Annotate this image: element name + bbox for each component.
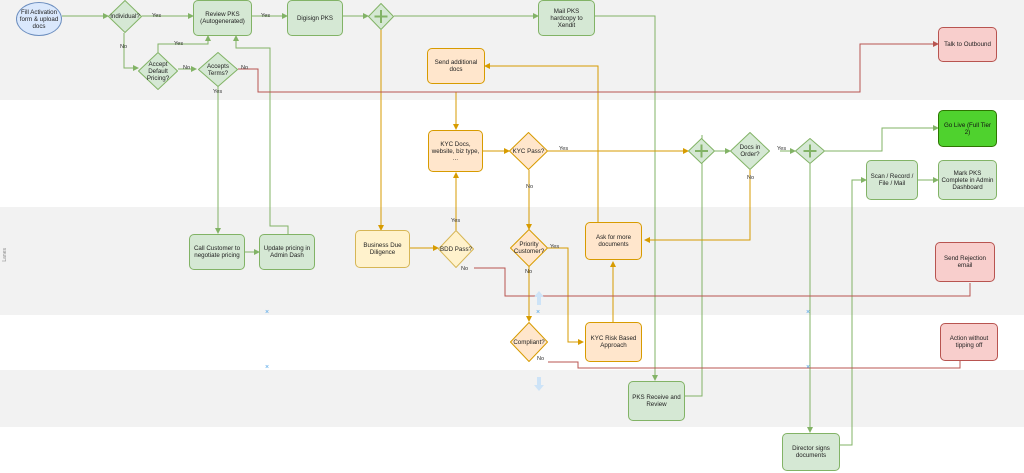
connection-point-marker[interactable]: × xyxy=(806,309,811,316)
accepts-terms-decision[interactable]: Accepts Terms? xyxy=(198,52,238,87)
edge-label-no: No xyxy=(461,266,469,272)
plus-gateway-icon xyxy=(795,138,825,164)
business-due-diligence-node[interactable]: Business Due Diligence xyxy=(355,230,410,268)
talk-to-outbound-node[interactable]: Talk to Outbound xyxy=(938,27,997,62)
update-pricing-node[interactable]: Update pricing in Admin Dash xyxy=(259,234,315,270)
edge-label-yes: Yes xyxy=(550,244,560,250)
ask-for-more-documents-node[interactable]: Ask for more documents xyxy=(585,222,642,260)
diamond-shape xyxy=(438,230,474,268)
compliant-decision[interactable]: Compliant? xyxy=(510,322,548,362)
connection-point-marker[interactable]: × xyxy=(265,364,270,371)
director-signs-node[interactable]: Director signs documents xyxy=(782,433,840,471)
kyc-risk-based-approach-node[interactable]: KYC Risk Based Approach xyxy=(585,322,642,362)
diamond-shape xyxy=(198,52,238,87)
scan-record-node[interactable]: Scan / Record / File / Mail xyxy=(866,160,918,200)
edge-label-yes: Yes xyxy=(174,41,184,47)
swimlane-5 xyxy=(0,370,1024,427)
edge-label-yes: Yes xyxy=(261,13,271,19)
edge-label-yes: Yes xyxy=(213,89,223,95)
accept-default-pricing-decision[interactable]: Accept Default Pricing? xyxy=(138,52,178,90)
diamond-shape xyxy=(730,132,770,170)
review-pks-node[interactable]: Review PKS (Autogenerated) xyxy=(193,0,252,36)
kyc-pass-decision[interactable]: KYC Pass? xyxy=(509,132,548,170)
edge-label-no: No xyxy=(747,175,755,181)
docs-in-order-decision[interactable]: Docs in Order? xyxy=(730,132,770,170)
call-customer-node[interactable]: Call Customer to negotiate pricing xyxy=(189,234,245,270)
drag-arrow-down-icon[interactable] xyxy=(533,376,545,392)
edge-label-yes: Yes xyxy=(152,13,162,19)
edge-label-yes: Yes xyxy=(559,146,569,152)
edge-label-no: No xyxy=(526,184,534,190)
bdd-pass-decision[interactable]: BDD Pass? xyxy=(438,230,474,268)
edge-label-no: No xyxy=(525,269,533,275)
priority-customer-decision[interactable]: Priority Customer? xyxy=(510,229,548,267)
connection-point-marker[interactable]: × xyxy=(536,309,541,316)
accepts-terms-label: Accepts Terms? xyxy=(206,62,229,77)
diamond-shape xyxy=(509,132,548,170)
edge-label-no: No xyxy=(183,65,191,71)
kyc-pass-label: KYC Pass? xyxy=(512,147,545,155)
diamond-shape xyxy=(510,229,548,267)
parallel-gateway-3[interactable] xyxy=(795,138,825,164)
edge-label-yes: Yes xyxy=(451,218,461,224)
plus-gateway-icon xyxy=(368,3,394,30)
send-additional-docs-node[interactable]: Send additional docs xyxy=(427,48,485,84)
mail-pks-node[interactable]: Mail PKS hardcopy to Xendit xyxy=(538,0,595,36)
digisign-pks-node[interactable]: Digisign PKS xyxy=(287,0,343,36)
priority-customer-label: Priority Customer? xyxy=(513,241,545,255)
compliant-label: Compliant? xyxy=(513,338,545,346)
pks-receive-review-node[interactable]: PKS Receive and Review xyxy=(628,381,685,421)
individual-decision-label: Individual? xyxy=(110,13,140,20)
diamond-shape xyxy=(108,0,142,33)
swimlane-1 xyxy=(0,0,1024,100)
bdd-pass-label: BDD Pass? xyxy=(440,245,472,253)
edge-label-no: No xyxy=(537,356,545,362)
diamond-shape xyxy=(510,322,548,362)
go-live-node[interactable]: Go Live (Full Tier 2) xyxy=(938,110,997,147)
parallel-gateway-2[interactable] xyxy=(688,138,715,164)
action-without-tipping-off-node[interactable]: Action without tipping off xyxy=(940,323,998,361)
diamond-shape xyxy=(138,52,178,90)
plus-gateway-icon xyxy=(688,138,715,164)
mark-pks-complete-node[interactable]: Mark PKS Complete in Admin Dashboard xyxy=(938,160,997,200)
accept-default-pricing-label: Accept Default Pricing? xyxy=(146,60,170,82)
individual-decision[interactable]: Individual? xyxy=(108,0,142,33)
send-rejection-email-node[interactable]: Send Rejection email xyxy=(935,242,995,282)
docs-in-order-label: Docs in Order? xyxy=(739,144,761,158)
swimlane-3 xyxy=(0,207,1024,315)
start-node[interactable]: Fill Activation form & upload docs xyxy=(16,2,62,36)
drag-arrow-up-icon[interactable] xyxy=(533,290,545,306)
edge-label-no: No xyxy=(120,44,128,50)
edge-label-yes: Yes xyxy=(777,146,787,152)
kyc-docs-node[interactable]: KYC Docs, website, biz type, ... xyxy=(428,130,483,172)
connection-point-marker[interactable]: × xyxy=(265,309,270,316)
parallel-gateway-1[interactable] xyxy=(368,3,394,30)
edge-label-no: No xyxy=(241,65,249,71)
connection-point-marker[interactable]: × xyxy=(806,364,811,371)
